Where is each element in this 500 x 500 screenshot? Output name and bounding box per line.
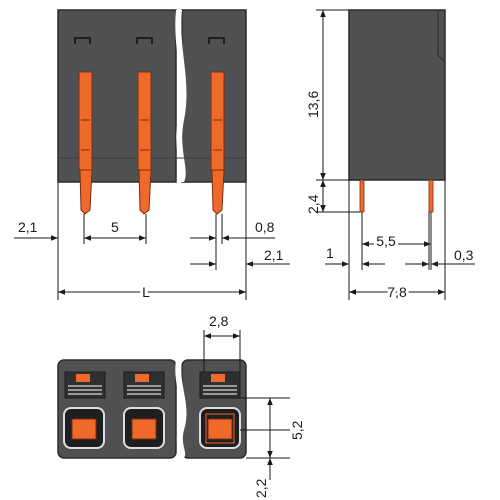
break-line xyxy=(175,10,187,182)
side-dimensions xyxy=(316,9,475,300)
dim-edge-offset: 2,1 xyxy=(18,219,38,235)
dim-pin-thickness: 0,3 xyxy=(454,247,474,263)
break-line xyxy=(175,360,187,458)
side-pin xyxy=(428,179,434,213)
wire-entry xyxy=(123,407,165,449)
dim-pin-length: 2,4 xyxy=(305,194,321,214)
bottom-view: 2,8 5,2 2,2 xyxy=(57,313,305,498)
dim-pitch: 5 xyxy=(111,219,119,235)
front-housing-left xyxy=(57,9,177,183)
dim-total-length: L xyxy=(142,284,150,300)
wire-entry xyxy=(63,407,105,449)
dim-pin-width: 0,8 xyxy=(255,219,275,235)
bottom-latch xyxy=(64,371,106,399)
dim-pin-spacing: 5,5 xyxy=(376,233,396,249)
dim-bottom-pitch: 2,8 xyxy=(209,313,229,329)
side-view: 13,6 2,4 5,5 1 0,3 7,8 xyxy=(305,9,475,303)
dim-bottom-height: 5,2 xyxy=(289,420,305,440)
dim-left-offset: 1 xyxy=(326,245,334,261)
dim-edge-offset-right: 2,1 xyxy=(264,247,284,263)
dim-bottom-offset: 2,2 xyxy=(253,478,269,498)
dim-body-height: 13,6 xyxy=(305,91,321,118)
side-housing xyxy=(348,9,446,181)
front-dimensions xyxy=(14,182,290,300)
top-slot xyxy=(74,37,225,44)
front-pin xyxy=(78,71,93,215)
front-pin xyxy=(210,71,225,215)
bottom-latch xyxy=(199,371,241,399)
wire-entry xyxy=(199,407,241,449)
side-pin xyxy=(359,179,365,213)
bottom-latch xyxy=(123,371,165,399)
front-view: 2,1 5 0,8 2,1 L xyxy=(14,9,290,303)
front-pin xyxy=(137,71,152,215)
dim-total-width: 7,8 xyxy=(387,284,407,300)
bottom-dimensions xyxy=(203,330,290,480)
